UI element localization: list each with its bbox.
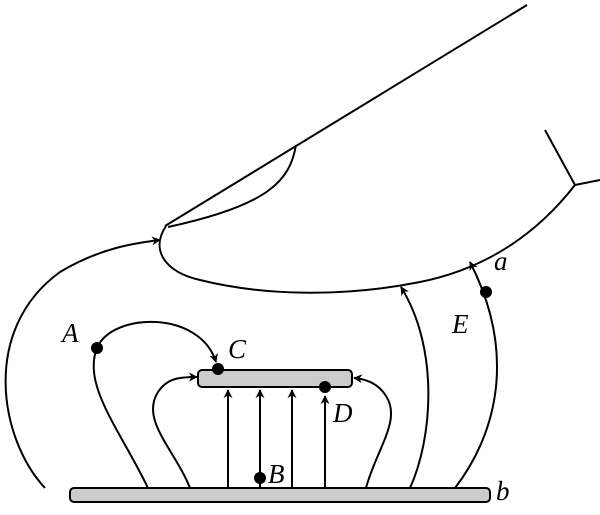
label-B: B [268, 459, 285, 489]
field-line-a [92, 321, 218, 489]
label-E: E [451, 309, 469, 339]
field-line-a-right [454, 261, 498, 489]
field-line-left-small [152, 372, 198, 489]
point-e [480, 286, 492, 298]
plate-cd [197, 369, 353, 388]
label-b-plate: b [496, 476, 510, 506]
plate-b [69, 487, 491, 503]
field-lines [4, 236, 498, 489]
field-line-finger-left [4, 236, 161, 489]
label-A: A [60, 318, 79, 348]
field-line-e [400, 286, 430, 489]
point-c [212, 363, 224, 375]
point-a [91, 342, 103, 354]
label-a-finger: a [494, 246, 508, 276]
point-d [319, 381, 331, 393]
points [91, 286, 492, 484]
label-C: C [228, 334, 247, 364]
point-b [254, 472, 266, 484]
finger [158, 4, 600, 294]
field-line-right-small [353, 374, 392, 489]
label-D: D [332, 398, 353, 428]
